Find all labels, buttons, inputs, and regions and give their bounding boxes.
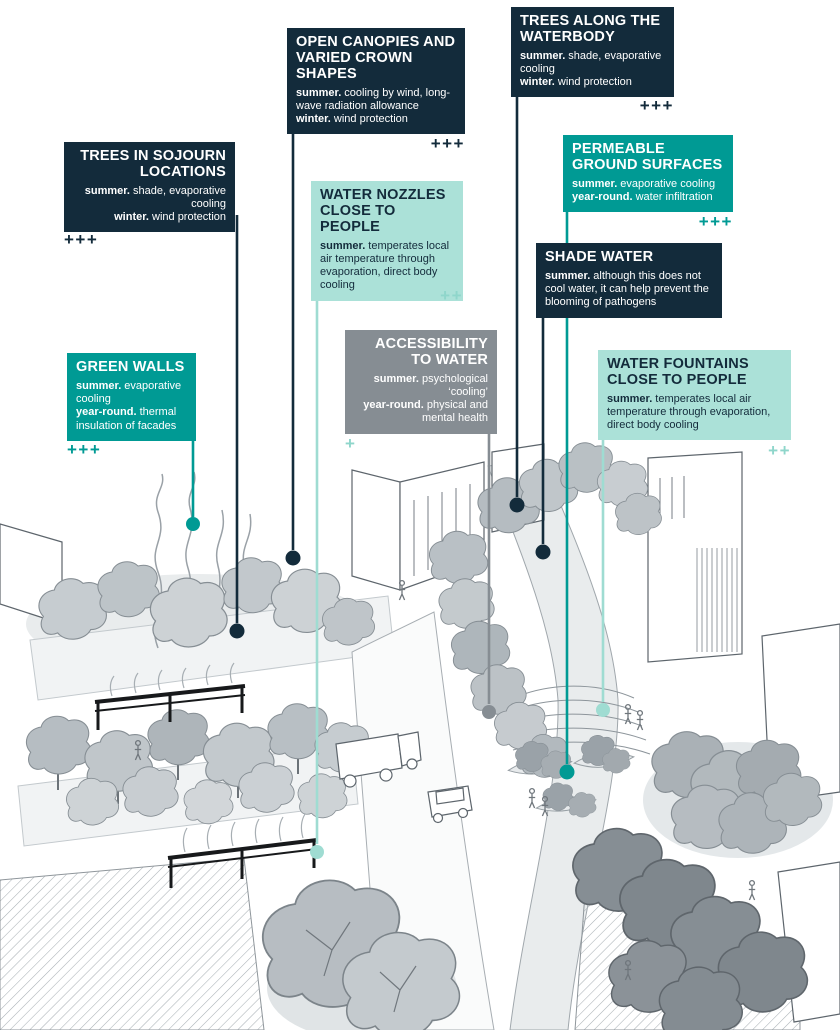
season-label: summer. [373, 372, 419, 385]
callout-body-line: year-round. water infiltration [572, 191, 724, 204]
leader-dots [186, 497, 610, 859]
callout-permeable-ground: PERMEABLE GROUND SURFACES summer. evapor… [563, 135, 733, 213]
callout-body-line: year-round. thermal insulation of facade… [76, 406, 187, 432]
callout-body-line: summer. psychological ‘cooling’ [354, 373, 488, 399]
callout-title: GREEN WALLS [76, 359, 185, 375]
marker-trees-waterbody-dot [509, 497, 525, 513]
callout-trees-waterbody: TREES ALONG THE WATERBODY summer. shade,… [511, 7, 674, 98]
season-text: temperates local air temperature through… [607, 392, 771, 432]
callout-body-line: summer. evaporative cooling [572, 178, 724, 191]
season-text: shade, evaporative cooling [129, 184, 226, 211]
season-label: summer. [320, 239, 366, 252]
season-text: water infiltration [632, 191, 713, 204]
season-label: year-round. [363, 399, 424, 412]
callout-body-line: winter. wind protection [73, 211, 226, 224]
marker-permeable-dot [559, 764, 575, 780]
season-label: summer. [296, 86, 342, 99]
marker-trees-sojourn-dot [229, 623, 245, 639]
callout-title: ACCESSIBILITY TO WATER [375, 336, 488, 368]
callout-body-line: summer. temperates local air temperature… [607, 393, 782, 433]
rating-accessibility-water: + [345, 434, 357, 453]
callout-body-line: winter. wind protection [520, 76, 665, 89]
callout-title: TREES ALONG THE WATERBODY [520, 13, 661, 45]
callout-body-line: year-round. physical and mental health [354, 399, 488, 425]
water-spray [109, 662, 306, 853]
callout-body-line: summer. cooling by wind, long-wave radia… [296, 87, 456, 113]
season-text: cooling by wind, long-wave radiation all… [296, 86, 451, 112]
callout-open-canopies: OPEN CANOPIES AND VARIED CROWN SHAPES su… [287, 28, 465, 135]
season-text: shade, evaporative cooling [520, 49, 662, 76]
callout-shade-water: SHADE WATER summer. although this does n… [536, 243, 722, 318]
callout-body-line: summer. evaporative cooling [76, 380, 187, 406]
callout-title: PERMEABLE GROUND SURFACES [572, 141, 723, 173]
callout-title: SHADE WATER [545, 249, 654, 265]
season-text: evaporative cooling [617, 177, 716, 190]
vehicles [335, 731, 473, 824]
callout-body-line: summer. shade, evaporative cooling [73, 185, 226, 211]
callout-body-line: summer. although this does not cool wate… [545, 270, 713, 310]
season-label: winter. [114, 211, 149, 224]
season-label: year-round. [76, 406, 137, 419]
callout-body-line: summer. shade, evaporative cooling [520, 50, 665, 76]
callout-title: TREES IN SOJOURN LOCATIONS [80, 148, 226, 180]
season-label: summer. [76, 379, 122, 392]
season-label: summer. [607, 392, 653, 405]
marker-accessibility-dot [482, 705, 496, 719]
green-facade [694, 548, 738, 652]
season-label: summer. [520, 49, 566, 62]
season-text: wind protection [554, 76, 632, 89]
season-label: summer. [572, 177, 618, 190]
marker-shade-water-dot [535, 544, 551, 560]
big-trees [261, 879, 461, 1030]
season-text: psychological ‘cooling’ [418, 372, 488, 399]
leader-lines [191, 80, 605, 844]
season-text: thermal insulation of facades [76, 406, 177, 432]
building-windows [413, 476, 685, 576]
marker-green-walls-dot [186, 517, 200, 531]
callout-title: OPEN CANOPIES AND VARIED CROWN SHAPES [296, 34, 456, 82]
callout-green-walls: GREEN WALLS summer. evaporative cooling … [67, 353, 196, 441]
season-text: physical and mental health [421, 399, 488, 425]
rating-water-nozzles: ++ [440, 286, 463, 305]
callout-water-nozzles: WATER NOZZLES CLOSE TO PEOPLE summer. te… [311, 181, 463, 301]
marker-open-canopies-dot [285, 550, 301, 566]
callout-title: WATER NOZZLES CLOSE TO PEOPLE [320, 187, 446, 235]
rating-trees-sojourn: +++ [64, 230, 99, 249]
marker-water-nozzles-dot [310, 845, 324, 859]
rating-open-canopies: +++ [430, 134, 465, 153]
rating-trees-waterbody: +++ [639, 96, 674, 115]
season-label: winter. [296, 113, 331, 126]
season-label: winter. [520, 76, 555, 89]
callout-trees-sojourn: TREES IN SOJOURN LOCATIONS summer. shade… [64, 142, 235, 233]
rating-water-fountains: ++ [768, 441, 791, 460]
season-text: wind protection [330, 113, 408, 126]
truck [335, 733, 403, 780]
season-label: summer. [84, 184, 130, 197]
callout-accessibility-water: ACCESSIBILITY TO WATER summer. psycholog… [345, 330, 497, 434]
season-text: although this does not cool water, it ca… [545, 269, 709, 309]
season-label: year-round. [572, 191, 633, 204]
callout-title: WATER FOUNTAINS CLOSE TO PEOPLE [607, 356, 749, 388]
season-text: wind protection [148, 211, 226, 224]
season-label: summer. [545, 269, 591, 282]
callout-body-line: winter. wind protection [296, 113, 456, 126]
season-text: evaporative cooling [76, 379, 182, 406]
callout-body-line: summer. temperates local air temperature… [320, 240, 454, 293]
rating-green-walls: +++ [67, 440, 102, 459]
rating-permeable-ground: +++ [698, 212, 733, 231]
season-text: temperates local air temperature through… [320, 239, 450, 292]
marker-water-fountains-dot [596, 703, 610, 717]
callout-water-fountains: WATER FOUNTAINS CLOSE TO PEOPLE summer. … [598, 350, 791, 441]
